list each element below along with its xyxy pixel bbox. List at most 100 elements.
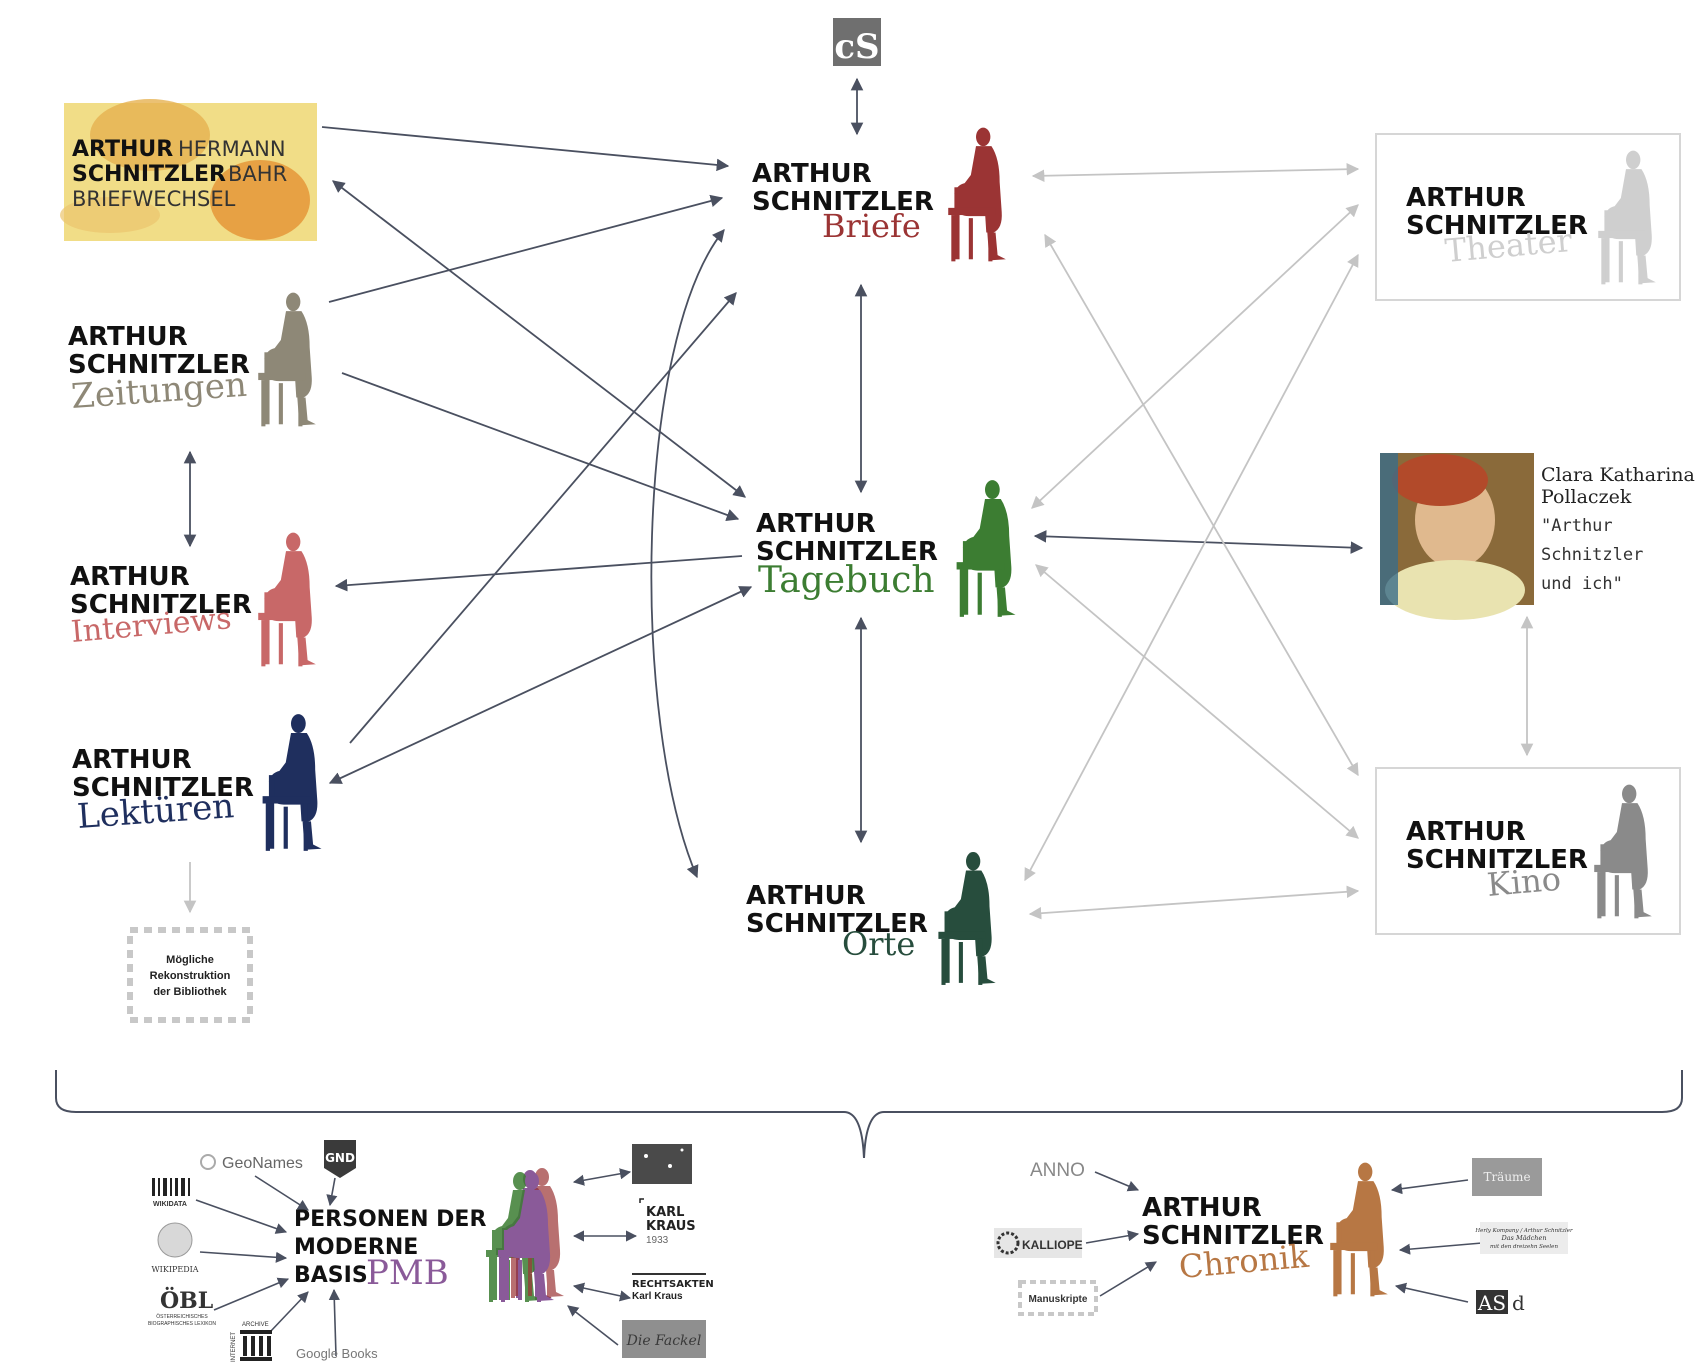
pmb-line3: BASIS xyxy=(294,1263,368,1288)
seated-figure-icon xyxy=(1330,1162,1388,1297)
karlkraus-year: 1933 xyxy=(646,1235,669,1246)
arrow-briefe-orte-curve xyxy=(650,229,725,879)
kompany-line2: Das Mädchen xyxy=(1500,1234,1546,1242)
traeume-thumbnail xyxy=(1472,1158,1542,1196)
chronik-cluster: ARTHUR SCHNITZLER Chronik ANNO KALLIOPE … xyxy=(994,1158,1573,1316)
orte-sub: Orte xyxy=(842,925,915,963)
tagebuch-sub: Tagebuch xyxy=(758,560,935,601)
gnd-icon xyxy=(324,1140,356,1178)
arrow-orte-theater xyxy=(1024,253,1359,882)
orte-logo: ARTHUR SCHNITZLER Orte xyxy=(746,852,996,985)
orte-line1: ARTHUR xyxy=(746,881,866,911)
interviews-line2: SCHNITZLER xyxy=(70,590,252,620)
arrow-lektueren-briefe xyxy=(349,292,737,744)
pollaczek-line4: Schnitzler xyxy=(1541,545,1643,565)
seated-figure-icon xyxy=(262,714,322,851)
kompany-thumbnail xyxy=(1480,1222,1568,1254)
kompany-line1: Herly Kompany / Arthur Schnitzler xyxy=(1474,1228,1573,1234)
briefe-line1: ARTHUR xyxy=(752,159,872,189)
kino-line2: SCHNITZLER xyxy=(1406,845,1588,875)
anno-label: ANNO xyxy=(1030,1160,1085,1181)
zeitungen-line2: SCHNITZLER xyxy=(68,350,250,380)
kalliope-icon xyxy=(996,1231,1020,1255)
internet-label: INTERNET xyxy=(231,1332,237,1362)
pmb-sub: PMB xyxy=(366,1253,449,1293)
karlkraus-line2: KRAUS xyxy=(646,1219,696,1234)
seated-figure-icon xyxy=(258,532,316,667)
pmb-line1: PERSONEN DER xyxy=(294,1207,486,1232)
theater-line2: SCHNITZLER xyxy=(1406,211,1588,241)
arrow-tagebuch-interviews xyxy=(334,555,743,592)
rechtsakten-line2: Karl Kraus xyxy=(632,1291,683,1302)
bahr-arthur: ARTHUR xyxy=(72,137,173,162)
portrait-hair xyxy=(1392,454,1488,506)
asd-label-2: d xyxy=(1512,1291,1525,1315)
light-connections xyxy=(183,162,1534,920)
arrow-tagebuch-theater xyxy=(1031,204,1359,509)
cs-logo: cS xyxy=(833,18,881,67)
seated-figure-icon xyxy=(258,292,316,427)
pollaczek-line3: "Arthur xyxy=(1541,516,1613,536)
tagebuch-line2: SCHNITZLER xyxy=(756,537,938,567)
bibliothek-line1: Mögliche xyxy=(166,954,214,966)
arrow-zeitungen-tagebuch xyxy=(341,372,740,521)
fackel-thumbnail xyxy=(622,1320,706,1358)
arrow-bahr-tagebuch xyxy=(332,180,746,498)
gnd-label: GND xyxy=(325,1151,355,1165)
traeume-label: Träume xyxy=(1483,1170,1530,1184)
bibliothek-node: Mögliche Rekonstruktion der Bibliothek xyxy=(127,927,253,1023)
manuskripte-node xyxy=(1018,1280,1098,1316)
wikipedia-label: WIKIPEDIA xyxy=(151,1265,198,1274)
lektueren-line1: ARTHUR xyxy=(72,745,192,775)
tagebuch-line1: ARTHUR xyxy=(756,509,876,539)
briefe-logo: ARTHUR SCHNITZLER Briefe xyxy=(752,127,1006,262)
googlebooks-label: Google Books xyxy=(296,1346,378,1361)
kino-sub: Kino xyxy=(1485,860,1562,904)
arrow-tagebuch-kino xyxy=(1035,564,1359,839)
kompany-line3: mit den dreizehn Seelen xyxy=(1490,1244,1558,1250)
arrow-zeitungen-briefe xyxy=(328,194,724,303)
manuskripte-label: Manuskripte xyxy=(1029,1294,1088,1305)
zeitungen-line1: ARTHUR xyxy=(68,322,188,352)
geonames-icon xyxy=(200,1154,216,1170)
chronik-line1: ARTHUR xyxy=(1142,1193,1262,1223)
bibliothek-line2: Rekonstruktion xyxy=(150,970,231,982)
grouping-brace xyxy=(55,1070,1683,1159)
arrow-orte-kino xyxy=(1028,885,1360,920)
fackel-label: Die Fackel xyxy=(626,1333,702,1349)
pollaczek-line1: Clara Katharina xyxy=(1541,464,1695,486)
obl-sub2: BIOGRAPHISCHES LEXIKON xyxy=(148,1321,216,1327)
briefe-sub: Briefe xyxy=(822,207,921,245)
kino-logo: ARTHUR SCHNITZLER Kino xyxy=(1375,767,1681,935)
tagebuch-logo: ARTHUR SCHNITZLER Tagebuch xyxy=(756,480,1016,617)
archive-label: ARCHIVE xyxy=(242,1322,269,1328)
zeitungen-logo: ARTHUR SCHNITZLER Zeitungen xyxy=(68,292,316,427)
obl-sub1: ÖSTERREICHISCHES xyxy=(156,1313,208,1320)
kalliope-label: KALLIOPE xyxy=(1022,1238,1083,1252)
pmb-cluster: PERSONEN DER MODERNE BASIS PMB GeoNames … xyxy=(148,1140,714,1362)
theater-logo: ARTHUR SCHNITZLER Theater xyxy=(1375,133,1681,301)
orte-line2: SCHNITZLER xyxy=(746,909,928,939)
karlkraus-line1: KARL xyxy=(646,1205,684,1220)
pollaczek-line2: Pollaczek xyxy=(1541,486,1632,508)
briefe-line2: SCHNITZLER xyxy=(752,187,934,217)
arrow-tagebuch-lektueren xyxy=(328,586,753,784)
seated-figure-icon xyxy=(948,127,1006,262)
bahr-briefwechsel: BRIEFWECHSEL xyxy=(72,187,236,211)
archive-icon xyxy=(240,1330,272,1361)
interviews-logo: ARTHUR SCHNITZLER Interviews xyxy=(70,532,316,667)
bahr-schnitzler: SCHNITZLER xyxy=(72,162,226,187)
arrow-briefe-kino xyxy=(1044,233,1359,777)
asd-label-1: AS xyxy=(1477,1291,1506,1315)
portrait-fur xyxy=(1385,560,1525,620)
lektueren-logo: ARTHUR SCHNITZLER Lektüren xyxy=(72,714,322,851)
chronik-line2: SCHNITZLER xyxy=(1142,1221,1324,1251)
seated-figure-icon xyxy=(956,480,1016,617)
asd-badge xyxy=(1476,1290,1508,1314)
pollaczek-node: Clara Katharina Pollaczek "Arthur Schnit… xyxy=(1380,453,1695,620)
kino-line1: ARTHUR xyxy=(1406,817,1526,847)
cs-label: cS xyxy=(834,27,879,67)
arrow-tagebuch-pollaczek xyxy=(1033,530,1364,554)
arrow-bahr-briefe xyxy=(321,126,730,172)
